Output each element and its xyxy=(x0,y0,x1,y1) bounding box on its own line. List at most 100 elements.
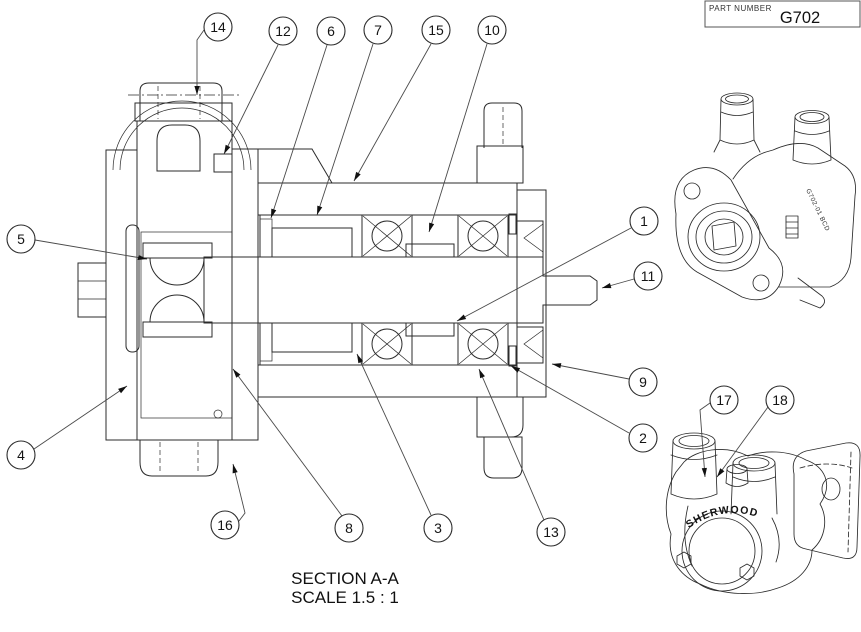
leader-line-17 xyxy=(699,402,711,478)
mechanical-seal-bottom xyxy=(271,322,353,353)
ball-bearing-front-bottom xyxy=(361,322,413,366)
callout-number-9: 9 xyxy=(639,374,647,390)
housing-top xyxy=(257,182,518,216)
callout-3: 3 xyxy=(356,353,453,543)
leader-arrow-7 xyxy=(317,205,323,215)
impeller-bore-inner xyxy=(688,517,756,585)
callout-balloon-3 xyxy=(423,513,453,543)
leader-line-12 xyxy=(223,44,279,155)
impeller-hub-top xyxy=(142,242,213,259)
top-port-boss xyxy=(139,82,223,122)
leader-line-6 xyxy=(270,44,328,219)
callout-number-18: 18 xyxy=(772,392,788,408)
head-arc-inner xyxy=(119,107,245,171)
callout-number-13: 13 xyxy=(543,524,559,540)
part-number-value: G702 xyxy=(780,9,820,27)
leader-line-13 xyxy=(478,368,545,521)
callout-18: 18 xyxy=(716,385,795,478)
iso-view-rear: SHERWOOD xyxy=(665,432,861,594)
seal-step-bottom xyxy=(259,322,273,362)
flange-ear-top-section xyxy=(476,145,524,184)
leader-line-10 xyxy=(428,43,488,233)
leader-arrow-3 xyxy=(357,354,364,364)
retaining-ring-bottom xyxy=(508,345,517,367)
leader-line-1 xyxy=(456,227,632,322)
callout-4: 4 xyxy=(6,385,128,470)
bearing-spacer-bottom xyxy=(405,322,455,337)
flange-ear-bottom xyxy=(483,436,523,479)
callout-number-4: 4 xyxy=(17,447,25,463)
housing-bottom xyxy=(257,364,518,398)
leader-arrow-1 xyxy=(457,314,467,321)
callout-balloon-18 xyxy=(765,385,795,415)
callout-number-2: 2 xyxy=(639,430,647,446)
lip-seal-top xyxy=(516,220,544,258)
flange-hole-lower xyxy=(752,274,770,292)
hex-plug xyxy=(77,262,107,318)
callout-number-16: 16 xyxy=(217,517,233,533)
leader-line-8 xyxy=(232,368,343,517)
callout-15: 15 xyxy=(353,15,451,182)
callout-number-7: 7 xyxy=(374,22,382,38)
callout-balloon-13 xyxy=(536,517,566,547)
pump-shaft xyxy=(203,256,598,324)
leader-arrow-9 xyxy=(552,363,562,369)
callout-number-14: 14 xyxy=(210,19,226,35)
callout-number-6: 6 xyxy=(327,23,335,39)
leader-arrow-17 xyxy=(701,467,707,477)
scale-label: SCALE 1.5 : 1 xyxy=(291,588,399,607)
impeller-bore-outer xyxy=(681,510,763,592)
mounting-flange xyxy=(674,167,784,301)
callout-balloon-2 xyxy=(628,423,658,453)
shaft-end-square xyxy=(711,221,737,251)
retaining-ring-top xyxy=(508,213,517,235)
rear-barb-left xyxy=(670,432,718,500)
cover-bolt-left xyxy=(676,551,692,569)
view-label: SECTION A-A SCALE 1.5 : 1 xyxy=(291,569,399,607)
ball-bearing-front-top xyxy=(361,214,413,258)
seal-housing-top xyxy=(259,214,363,258)
leader-line-3 xyxy=(356,353,432,516)
head-arc-outer xyxy=(112,100,252,171)
callout-balloon-8 xyxy=(334,513,364,543)
callout-2: 2 xyxy=(510,365,658,453)
pump-body-front-iso xyxy=(732,143,856,288)
leader-line-4 xyxy=(33,385,128,450)
leader-arrow-15 xyxy=(354,171,361,181)
bearing-spacer-top xyxy=(405,243,455,258)
callout-13: 13 xyxy=(478,368,566,547)
leader-arrow-5 xyxy=(137,254,147,261)
callout-14: 14 xyxy=(194,12,233,95)
callout-16: 16 xyxy=(210,463,246,540)
leader-arrow-18 xyxy=(717,468,725,477)
cover-plate xyxy=(105,149,138,441)
cover-bolt-right xyxy=(739,563,755,581)
callout-11: 11 xyxy=(601,261,663,291)
callout-number-10: 10 xyxy=(484,22,500,38)
callout-8: 8 xyxy=(232,368,364,543)
body-contour-lines xyxy=(684,505,780,567)
callout-1: 1 xyxy=(456,206,659,322)
mechanical-seal-top xyxy=(271,227,353,258)
flange-hole-upper xyxy=(683,182,701,200)
rear-barb-right xyxy=(730,454,778,515)
rear-flange-plate xyxy=(792,442,861,559)
leader-line-5 xyxy=(34,239,148,260)
ball-bearing-rear-top xyxy=(457,214,509,258)
callout-balloon-4 xyxy=(6,440,36,470)
callout-balloon-6 xyxy=(316,16,346,46)
callout-balloon-16 xyxy=(210,510,240,540)
discharge-channel xyxy=(156,124,201,172)
hose-barb-right xyxy=(792,110,832,165)
seal-housing-bottom xyxy=(259,322,363,366)
svg-text:SHERWOOD: SHERWOOD xyxy=(684,504,760,531)
callout-9: 9 xyxy=(551,363,658,397)
leader-arrow-11 xyxy=(602,283,612,289)
callout-17: 17 xyxy=(699,385,739,478)
flange-ear-top xyxy=(483,102,523,148)
callout-balloon-7 xyxy=(363,15,393,45)
callout-balloon-9 xyxy=(628,367,658,397)
leader-arrow-14 xyxy=(194,86,200,95)
callout-6: 6 xyxy=(270,16,346,219)
